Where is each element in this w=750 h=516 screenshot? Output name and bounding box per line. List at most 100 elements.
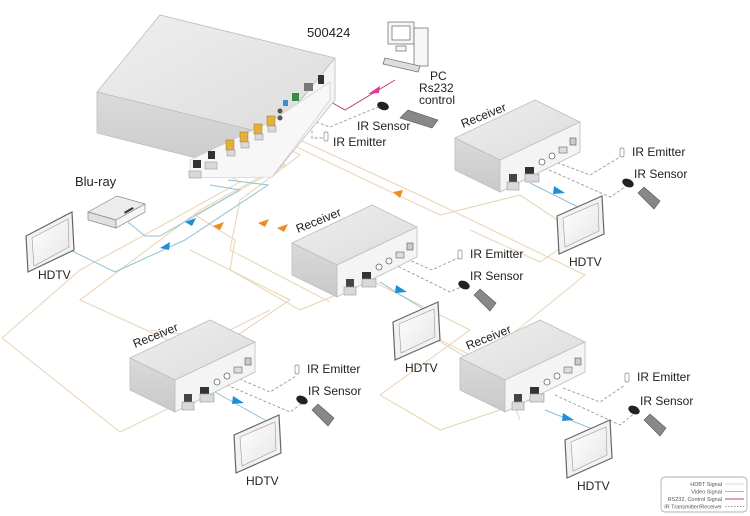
transmitter-model-label: 500424 [307,25,350,40]
hdtv-screen [398,308,436,354]
receiver-hdtv[interactable] [556,195,605,255]
legend-item-label: HDBT Signal [690,482,722,488]
hdbt-port-4[interactable] [266,115,276,127]
hdbt-port-2[interactable] [239,131,249,143]
power-port[interactable] [244,357,252,366]
ir-jack[interactable] [538,158,546,166]
video-cables [69,179,596,431]
receiver-rear-panel [174,341,256,413]
receiver-device[interactable] [129,319,256,413]
hdbt-cable-rx2 [193,154,349,311]
rs232-port[interactable] [563,366,573,374]
hdbt-input-port[interactable] [514,394,522,403]
bluray-player[interactable] [87,195,146,229]
hdmi-plug [361,278,377,288]
ir-jack[interactable] [385,257,393,265]
hdmi-in-port[interactable] [208,151,215,159]
ir-sensor-label: IR Sensor [640,394,693,408]
ir-emitter-icon [619,147,625,158]
ir-jack[interactable] [223,372,231,380]
legend-item-label: RS232, Control Signal [668,497,722,503]
power-port[interactable] [318,75,324,84]
ir-jack[interactable] [548,152,556,160]
ir-jack[interactable] [213,378,221,386]
hdbt-input-port[interactable] [346,279,354,288]
receiver-hdtv[interactable] [233,414,282,474]
hdtv-screen [562,202,600,248]
transmitter-device[interactable] [96,14,336,179]
hdbt-input-port[interactable] [184,394,192,403]
pc-rs232-label: Rs232 [419,81,454,95]
ir-port[interactable] [283,100,288,106]
receiver-hdtv-label: HDTV [569,255,602,269]
ir-emitter-label: IR Emitter [637,370,690,384]
rs232-port[interactable] [292,93,299,101]
hdbt-port-1[interactable] [225,139,235,151]
ir-jack[interactable] [553,372,561,380]
remote-control-icon [643,413,667,437]
hdmi-loop-port[interactable] [193,160,201,168]
ir-sensor-icon [458,280,470,290]
ir-line-rx1-sensor [539,165,629,198]
rs232-port[interactable] [558,146,568,154]
plug [267,125,277,133]
tx-ir-sensor-icon [377,101,389,111]
ir-emitter-label: IR Emitter [307,362,360,376]
hdbt-plug [511,401,525,411]
tx-remote-icon [399,109,439,129]
ir-jack-2[interactable] [277,115,283,121]
receiver-hdtv-label: HDTV [246,474,279,488]
hdbt-arrow [393,190,403,198]
receiver-rear-panel [499,121,581,193]
plug [240,141,250,149]
tx-ir-emitter-label: IR Emitter [333,135,386,149]
bluray-label: Blu-ray [75,174,117,189]
video-arrow [185,218,196,226]
receiver-hdtv-label: HDTV [405,361,438,375]
local-hdtv[interactable] [25,211,75,273]
hdbt-port-3[interactable] [253,123,263,135]
tx-ir-sensor-label: IR Sensor [357,119,410,133]
rs232-port[interactable] [233,366,243,374]
video-cable-rx1 [529,182,581,209]
lan-port[interactable] [304,83,313,91]
hdmi-output-port[interactable] [530,387,539,394]
ir-emitter-icon [294,364,300,375]
tx-ir-emitter-icon [323,131,329,142]
plug [188,170,202,179]
ir-jack[interactable] [543,378,551,386]
receiver-hdtv[interactable] [564,419,613,479]
rs232-port[interactable] [395,251,405,259]
legend-item: IR Transmitter/Receiver [664,505,744,511]
hdbt-input-port[interactable] [509,174,517,183]
ir-line-rx2-sensor [384,259,466,293]
hdbt-cable-rx1 [281,139,581,263]
receiver-hdtv[interactable] [392,301,441,361]
hdbt-output-ports [225,115,276,151]
plug [254,133,264,141]
ir-emitter-icon [624,372,630,383]
hdmi-output-port[interactable] [200,387,209,394]
receiver-device[interactable] [291,204,418,298]
power-port[interactable] [569,137,577,146]
legend-item: Video Signal [691,490,744,496]
ir-jack[interactable] [375,263,383,271]
pc-control-label: control [419,93,455,107]
power-port[interactable] [406,242,414,251]
receiver-device[interactable] [459,319,586,413]
ir-jack-1[interactable] [277,108,283,114]
hdmi-output-port[interactable] [362,272,371,279]
receiver-device[interactable] [454,99,581,193]
hdmi-output-port[interactable] [525,167,534,174]
power-port[interactable] [574,357,582,366]
video-arrow [160,242,170,250]
ir-emitter-label: IR Emitter [632,145,685,159]
remote-control-icon [637,186,661,210]
hdmi-plug [529,393,545,403]
legend-item: RS232, Control Signal [668,497,744,503]
